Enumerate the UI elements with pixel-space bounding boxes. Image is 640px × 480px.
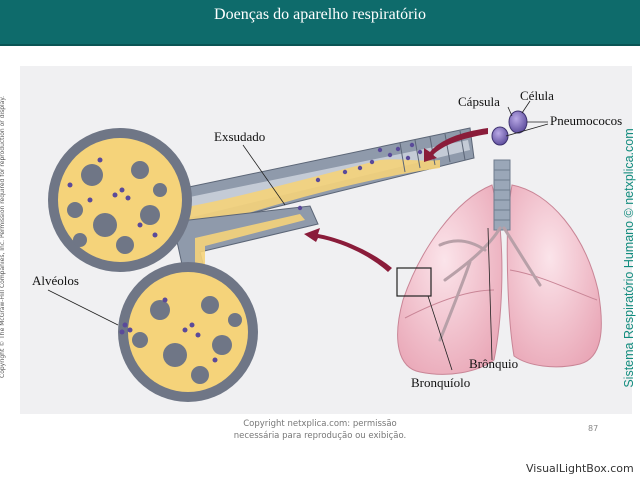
title-bar: Doenças do aparelho respiratório bbox=[0, 0, 640, 46]
left-lung bbox=[397, 184, 503, 375]
leader-lines bbox=[47, 100, 549, 371]
label-bronquio: Brônquio bbox=[469, 356, 519, 371]
alveoli-cluster-upper bbox=[48, 128, 192, 272]
right-lung bbox=[506, 184, 602, 368]
label-bronquiolo: Bronquíolo bbox=[411, 375, 471, 390]
bacteria-in-tube bbox=[297, 142, 423, 211]
label-alveolos: Alvéolos bbox=[32, 273, 79, 288]
arrow-to-bronchus bbox=[424, 128, 488, 162]
slide-title: Doenças do aparelho respiratório bbox=[214, 6, 426, 23]
trachea bbox=[493, 159, 511, 231]
pneumococci-cells bbox=[491, 110, 528, 146]
arrows bbox=[304, 128, 488, 272]
label-pneumococos: Pneumococos bbox=[550, 113, 623, 128]
label-celula: Célula bbox=[520, 88, 554, 103]
label-exsudado: Exsudado bbox=[214, 129, 266, 144]
lungs bbox=[397, 184, 602, 375]
label-capsula: Cápsula bbox=[458, 94, 500, 109]
detail-box bbox=[396, 267, 432, 297]
footer-copyright-note: Copyright netxplica.com: permissão neces… bbox=[210, 418, 430, 442]
footer-note-line1: Copyright netxplica.com: permissão bbox=[243, 419, 397, 429]
arrow-to-tube bbox=[304, 228, 392, 272]
bronchial-tree bbox=[438, 226, 542, 342]
page-number: 87 bbox=[588, 424, 599, 433]
credit-vertical: Sistema Respiratório Humano © netxplica.… bbox=[622, 128, 636, 388]
footer-note-line2: necessária para reprodução ou exibição. bbox=[233, 431, 407, 441]
alveoli-cluster-lower bbox=[118, 262, 258, 402]
copyright-vertical: Copyright © The McGraw-Hill Companies, I… bbox=[0, 96, 6, 378]
watermark: VisualLightBox.com bbox=[526, 462, 634, 475]
